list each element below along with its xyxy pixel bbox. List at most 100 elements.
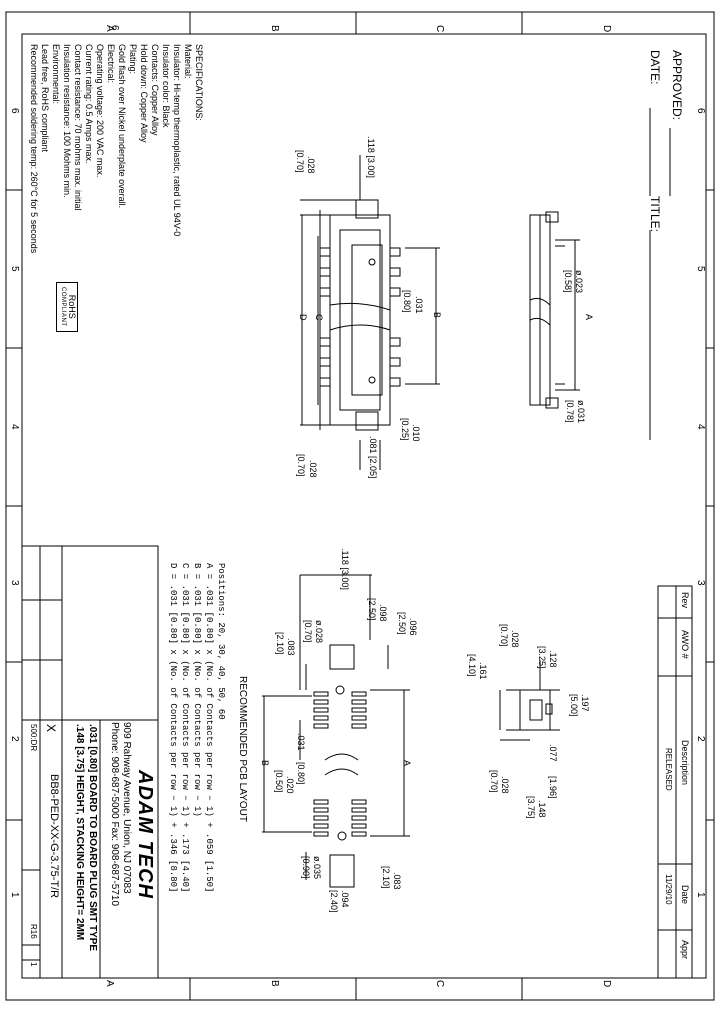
positions-B: B = .031 [0.80] x (No. of Contacts per r… — [192, 563, 202, 817]
pcb-dim-dia028: ø.028 — [314, 620, 324, 644]
dim-dia023: ø.023 — [574, 270, 584, 294]
side-view-connector — [529, 211, 580, 409]
title-label: TITLE: — [648, 196, 662, 233]
side-dim-128-mm: [3.25] — [537, 646, 547, 669]
side-dim-197-mm: [5.00] — [569, 694, 579, 717]
positions-C: C = .031 [0.80] x (No. of Contacts per r… — [180, 563, 190, 893]
date-label: DATE: — [648, 50, 662, 85]
border-number-5-left: 5 — [9, 266, 20, 272]
side-dim-077: .077 — [548, 744, 558, 762]
revision-table — [657, 585, 693, 979]
pcb-dim-096: .096 — [408, 618, 418, 636]
side-dim-028: .028 — [510, 630, 520, 648]
revision-description: RELEASED — [664, 748, 673, 791]
border-number-6-right: 6 — [695, 108, 706, 114]
side-dim-028b-mm: [0.70] — [489, 770, 499, 793]
side-dim-128: .128 — [548, 650, 558, 668]
pcb-layout-title: RECOMMENDED PCB LAYOUT — [237, 676, 248, 822]
company-logo: ADAM TECH — [134, 770, 156, 899]
rev-code: R16 — [29, 924, 38, 939]
pcb-dim-A: A — [402, 760, 412, 767]
border-number-1-right: 1 — [695, 892, 706, 898]
border-number-2-left: 2 — [9, 736, 20, 742]
dim-028b: .028 — [308, 460, 318, 478]
approved-label: APPROVED: — [670, 50, 684, 121]
spec-line: Insulation resistance: 100 Mohms min. — [62, 44, 72, 198]
specifications-heading: SPECIFICATIONS: — [194, 44, 204, 121]
spec-line: Plating: — [128, 44, 138, 75]
pcb-dim-dia035-mm: [0.90] — [301, 856, 311, 879]
revision-date: 11/29/10 — [664, 874, 673, 905]
rev-header: Rev — [680, 592, 690, 609]
dim-dia031: ø.031 — [576, 400, 586, 424]
side-dim-028-mm: [0.70] — [499, 624, 509, 647]
top-view-connector — [319, 199, 401, 431]
pcb-dim-098-mm: [2.50] — [367, 598, 377, 621]
spec-line: Operating voltage: 200 VAC max. — [95, 44, 105, 178]
border-letter-c-top: C — [434, 25, 445, 33]
pcb-dim-020: .020 — [285, 776, 295, 794]
spec-line: Hold down: Copper Alloy — [139, 44, 149, 143]
awo-header: AWO # — [680, 630, 690, 659]
side-dim-161: .161 — [478, 662, 488, 680]
pcb-dim-B: B — [260, 760, 270, 767]
part-number: BB8-PED-XX-G-3.75-T/R — [48, 774, 60, 899]
spec-line: Contacts: Copper Alloy — [150, 44, 160, 136]
side-dim-161-mm: [4.10] — [467, 654, 477, 677]
spec-line: Material: — [183, 44, 193, 79]
rohs-bottom: COMPLIANT — [60, 287, 66, 327]
dim-031: .031 — [414, 296, 424, 314]
dim-dia023-mm: [0.58] — [563, 270, 573, 293]
drawing-title-line1: .031 [0.80] BOARD TO BOARD PLUG SMT TYPE — [87, 724, 98, 952]
dim-028b-mm: [0.70] — [296, 454, 306, 477]
dim-028a: .028 — [306, 156, 316, 174]
border-number-6-left: 6 — [9, 108, 20, 114]
border-number-2-right: 2 — [695, 736, 706, 742]
spec-line: Gold flash over Nickel underplate overal… — [117, 44, 127, 209]
dim-028a-mm: [0.70] — [295, 150, 305, 173]
drawing-title-line2: .148 [3.75] HEIGHT, STACKING HEIGHT= 2MM — [74, 724, 85, 941]
positions-header: Positions: 20, 30, 40, 50, 60 — [216, 563, 226, 720]
description-header: Description — [680, 740, 690, 786]
dim-A-top: A — [584, 314, 594, 321]
pcb-dim-118: .118 [3.00] — [340, 548, 350, 590]
spec-line: Electrical: — [106, 44, 116, 84]
pcb-dim-083: .083 — [286, 638, 296, 656]
pcb-dim-094: .094 — [340, 890, 350, 908]
pcb-layout — [262, 574, 410, 888]
scale-mark: X — [44, 724, 58, 733]
company-phone: Phone: 908-687-5000 Fax: 908-687-5710 — [109, 722, 120, 907]
dim-B: B — [432, 312, 442, 319]
pcb-dim-020-mm: [0.50] — [274, 770, 284, 793]
title-block-frame — [21, 545, 159, 979]
dim-081: .081 [2.05] — [368, 436, 378, 479]
border-number-3-left: 3 — [9, 580, 20, 586]
border-letter-b-top: B — [269, 25, 280, 32]
side-dim-077-mm: [1.96] — [548, 776, 558, 799]
side-dim-148: .148 — [537, 800, 547, 818]
border-number-4-right: 4 — [695, 424, 706, 430]
pcb-dim-031-mm: [0.80] — [296, 762, 306, 785]
border-number-1-left: 1 — [9, 892, 20, 898]
dim-C: C — [314, 314, 324, 321]
date-header: Date — [680, 885, 690, 905]
dim-118: .118 [3.00] — [366, 136, 376, 178]
dim-010-mm: [0.25] — [400, 418, 410, 441]
border-letter-a-top: A — [104, 25, 115, 32]
positions-A: A = .031 [0.80] x (No. of Contacts per r… — [204, 563, 214, 893]
border-letter-a-bottom: A — [104, 980, 115, 987]
pcb-dim-dia035: ø.035 — [312, 856, 322, 880]
spec-line: Recommended soldering temp: 260°C for 5 … — [29, 44, 39, 254]
pcb-dim-096-mm: [2.50] — [397, 612, 407, 635]
rohs-top: RoHS — [67, 294, 77, 319]
pcb-dim-dia028-mm: [0.70] — [303, 620, 313, 643]
pcb-dim-083-mm: [2.10] — [275, 632, 285, 655]
pcb-dim-031: .031 — [296, 733, 306, 751]
dim-031-mm: [0.80] — [402, 290, 412, 313]
border-letter-d-top: D — [601, 25, 612, 33]
spec-line: Environmental: — [51, 44, 61, 105]
positions-D: D = .031 [0.80] x (No. of Contacts per r… — [168, 563, 178, 893]
